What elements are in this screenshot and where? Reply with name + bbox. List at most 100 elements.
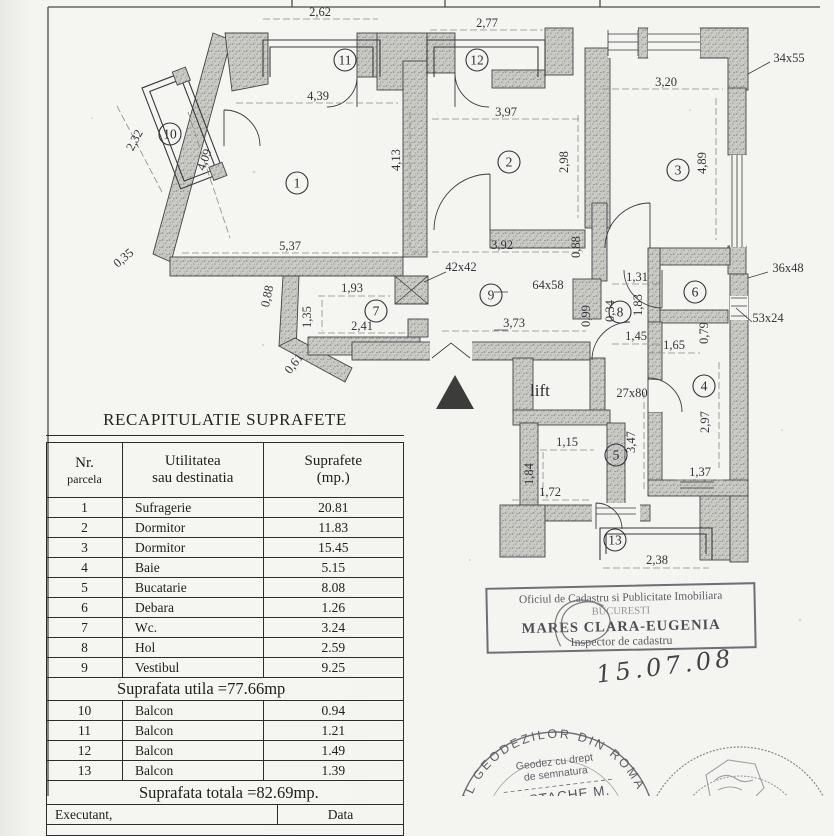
dimension-label: 1,35 — [300, 306, 314, 328]
room-number: 5 — [613, 448, 620, 463]
table-stub-row — [46, 825, 404, 836]
row-area: 0.94 — [262, 700, 404, 721]
row-number: 6 — [46, 597, 123, 618]
row-number: 2 — [46, 517, 123, 538]
dimension-label: 0,34 — [603, 299, 617, 322]
dimension-label: 1,65 — [663, 338, 685, 352]
row-area: 1.49 — [262, 740, 404, 761]
dimension-label: 0,88 — [569, 236, 583, 258]
dimension-label: 0,79 — [697, 322, 711, 344]
room-number: 6 — [692, 285, 699, 300]
row-area: 20.81 — [262, 497, 404, 518]
room-number: 11 — [339, 53, 352, 68]
row-number: 11 — [46, 720, 123, 741]
row-usage: Bucatarie — [122, 577, 264, 598]
row-area: 15.45 — [262, 537, 404, 558]
row-number: 9 — [46, 657, 123, 678]
dimension-label: 1,31 — [626, 270, 648, 284]
row-usage: Balcon — [122, 740, 264, 761]
room-number: 12 — [470, 53, 484, 68]
dimension-label: 53x24 — [752, 311, 784, 325]
row-area: 1.39 — [262, 760, 404, 781]
signature-squiggle — [554, 599, 611, 647]
dimension-label: 4,89 — [695, 152, 709, 174]
table-row: Suprafata utila =77.66mp — [46, 677, 404, 701]
dimension-label: 2,32 — [123, 127, 146, 153]
dimension-label: 0,35 — [111, 246, 137, 271]
room-marker-circle — [497, 150, 521, 174]
room-number: 3 — [675, 163, 682, 178]
row-usage: Balcon — [122, 720, 264, 741]
room-number: 9 — [488, 288, 495, 303]
row-usage: Balcon — [122, 700, 264, 721]
svg-text:OFICIUL DE CADASTRU SI PUBLICI: OFICIUL DE CADASTRU SI PUBLICITATE IMOBI… — [649, 727, 834, 796]
room-marker-circle — [364, 299, 388, 323]
table-title: RECAPITULATIE SUPRAFETE — [103, 410, 347, 429]
room-marker-circle — [666, 158, 690, 182]
dimension-label: 1,37 — [689, 465, 711, 479]
dimension-label: 64x58 — [532, 278, 563, 292]
room-marker-circle — [285, 171, 309, 195]
row-area: 9.25 — [262, 657, 404, 678]
row-usage: Vestibul — [122, 657, 264, 678]
dimension-label: 3,20 — [655, 75, 677, 89]
room-number: 13 — [608, 533, 622, 548]
dimension-label: 1,93 — [341, 281, 363, 295]
row-area: 8.08 — [262, 577, 404, 598]
north-arrow — [436, 375, 474, 409]
round-stamp-ocpi: OFICIUL DE CADASTRU SI PUBLICITATE IMOBI… — [649, 727, 834, 796]
row-number: 7 — [46, 617, 123, 638]
dimension-label: 3,97 — [495, 105, 517, 119]
room-number: 2 — [506, 155, 513, 170]
dimension-label: 0,88 — [258, 284, 276, 308]
summary-row-label: Suprafata totala =82.69mp. — [46, 780, 404, 805]
room-marker-circle — [604, 443, 628, 467]
row-number: 5 — [46, 577, 123, 598]
rect-inspector-stamp: Oficiul de Cadastru si Publicitate Imobi… — [485, 582, 757, 654]
round-stamp-geodesist: NUL GEODEZILOR DIN ROMA Geodez cu drept … — [456, 727, 651, 796]
row-usage: Baie — [122, 557, 264, 578]
stamp-city-line: BUCURESTI — [592, 605, 651, 617]
executant-label: Executant, — [47, 805, 278, 824]
dimension-label: 42x42 — [445, 260, 476, 274]
row-usage: Sufragerie — [122, 497, 264, 518]
ocpi-ring-text: OFICIUL DE CADASTRU SI PUBLICITATE IMOBI… — [649, 727, 834, 796]
recap-table: Nr. parcela Utilitatea sau destinatia Su… — [46, 442, 404, 805]
plan-annotations — [394, 61, 771, 409]
row-usage: Wc. — [122, 617, 264, 638]
paper-noise — [91, 109, 802, 682]
room-marker-circle — [692, 374, 716, 398]
room-marker-circle — [479, 283, 503, 307]
dimension-label: 4,39 — [307, 89, 329, 103]
dimension-label: 1,84 — [522, 462, 536, 485]
geodez-name: COSTACHE M. — [506, 783, 611, 796]
dimension-label: 2,38 — [646, 553, 668, 567]
dimension-label: 5,37 — [279, 239, 301, 253]
row-number: 3 — [46, 537, 123, 558]
room-marker-circle — [333, 48, 357, 72]
dimension-label: 0,99 — [579, 305, 593, 327]
table-footer-row: Executant, Data — [46, 805, 404, 825]
dimension-label: 36x48 — [772, 261, 803, 275]
balcony-outlines — [141, 39, 713, 560]
row-area: 5.15 — [262, 557, 404, 578]
room-number: 7 — [373, 304, 380, 319]
dimension-label: 3,47 — [624, 431, 638, 453]
room-number: 8 — [617, 305, 624, 320]
row-area: 3.24 — [262, 617, 404, 638]
row-number: 4 — [46, 557, 123, 578]
row-number: 12 — [46, 740, 123, 761]
room-number: 1 — [294, 176, 301, 191]
door-swing-arcs — [223, 72, 683, 530]
summary-row-label: Suprafata utila =77.66mp — [46, 677, 404, 701]
